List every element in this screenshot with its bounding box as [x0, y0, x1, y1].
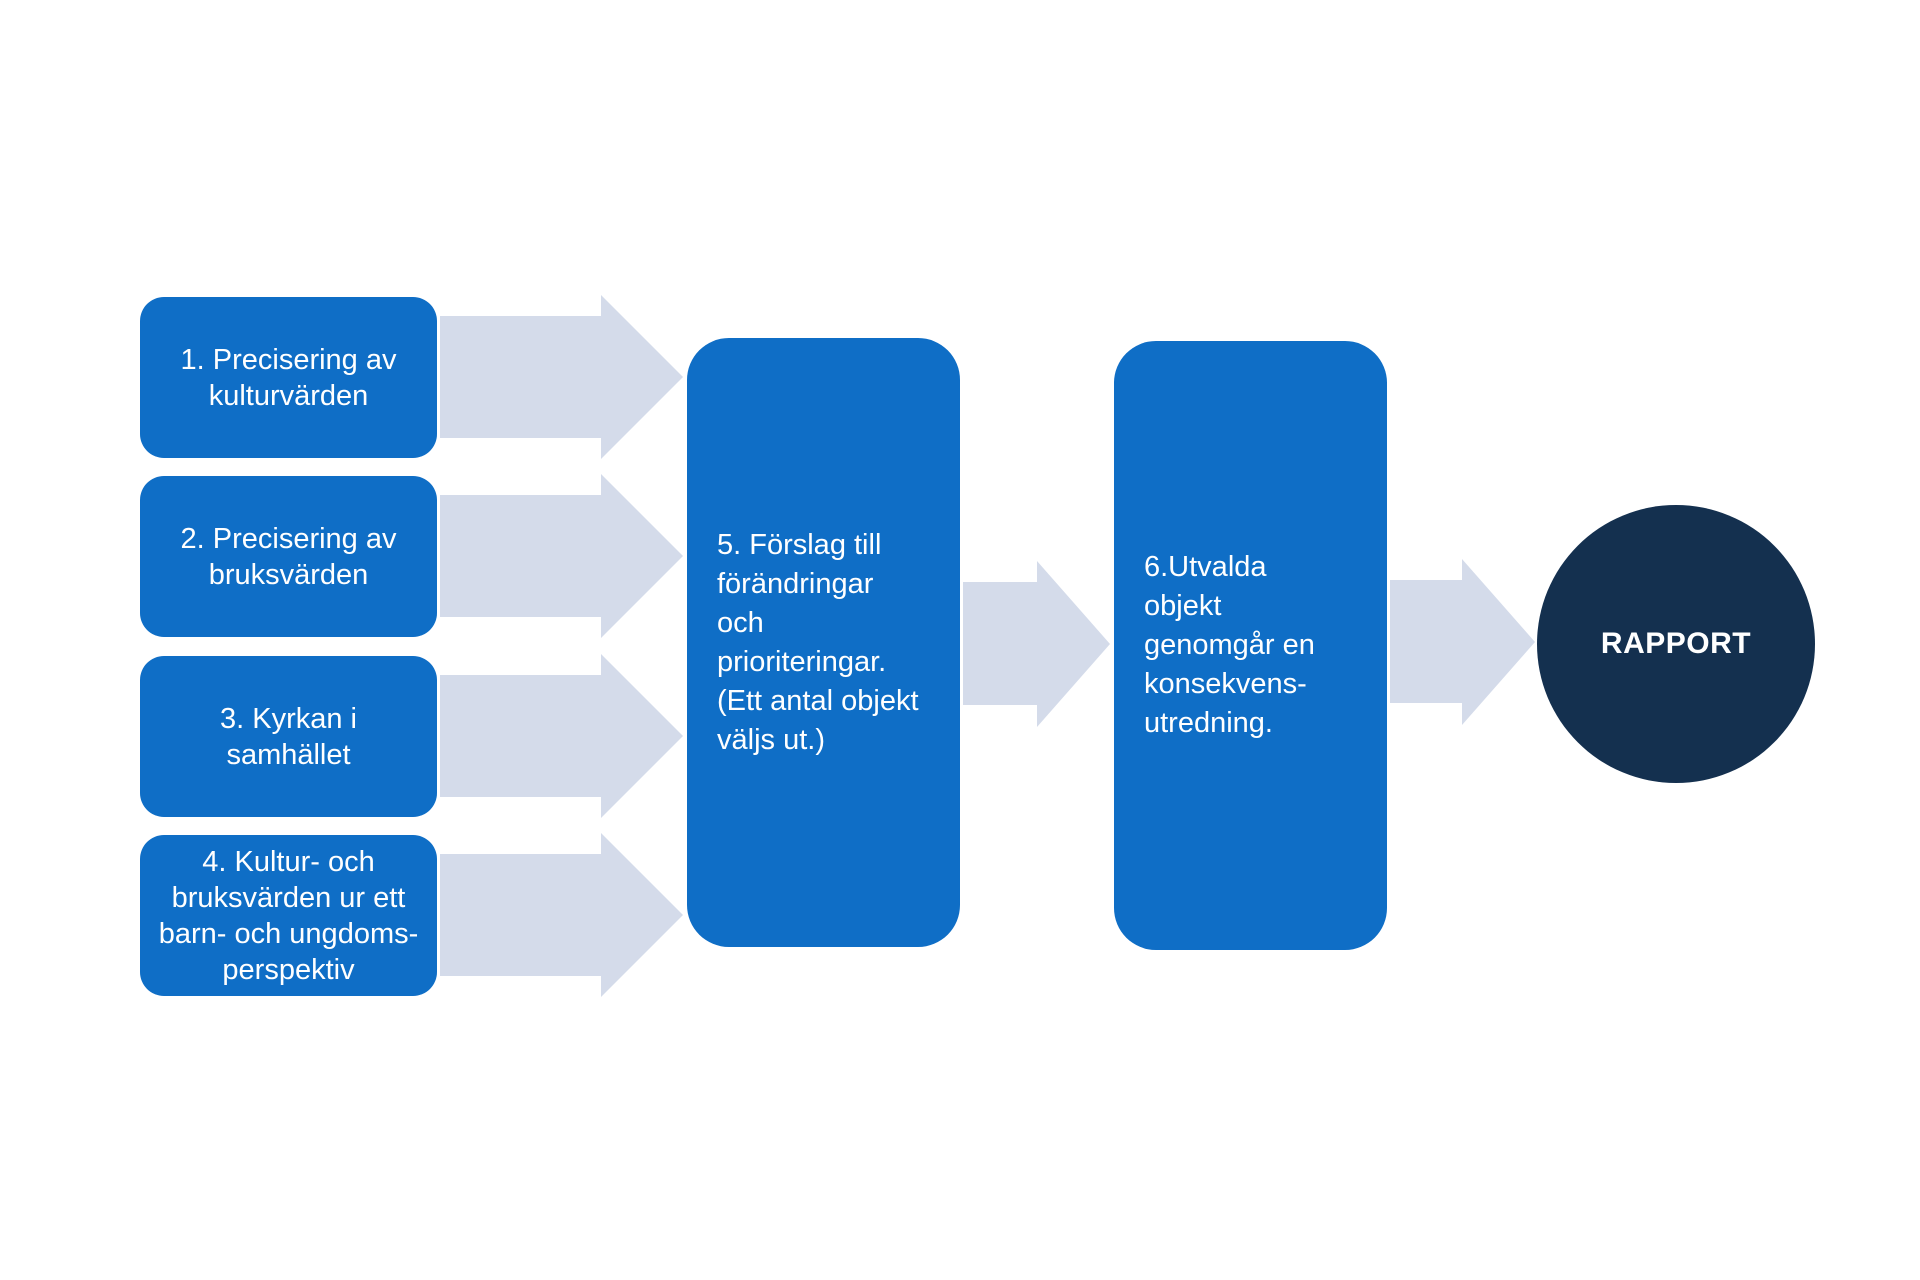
arrow-6-to-rapport [1390, 559, 1535, 725]
rapport-circle: RAPPORT [1537, 505, 1815, 783]
arrow-4-to-5 [440, 833, 683, 997]
step-4-box: 4. Kultur- och bruksvärden ur ett barn- … [140, 835, 437, 996]
step-5-box: 5. Förslag till förändringar och priorit… [687, 338, 960, 947]
arrow-1-to-5 [440, 295, 683, 459]
step-6-box: 6.Utvalda objekt genomgår en konsekvens-… [1114, 341, 1387, 950]
step-3-box: 3. Kyrkan i samhället [140, 656, 437, 817]
arrow-2-to-5 [440, 474, 683, 638]
arrow-3-to-5 [440, 654, 683, 818]
step-2-box: 2. Precisering av bruksvärden [140, 476, 437, 637]
step-1-box: 1. Precisering av kulturvärden [140, 297, 437, 458]
arrow-5-to-6 [963, 561, 1110, 727]
